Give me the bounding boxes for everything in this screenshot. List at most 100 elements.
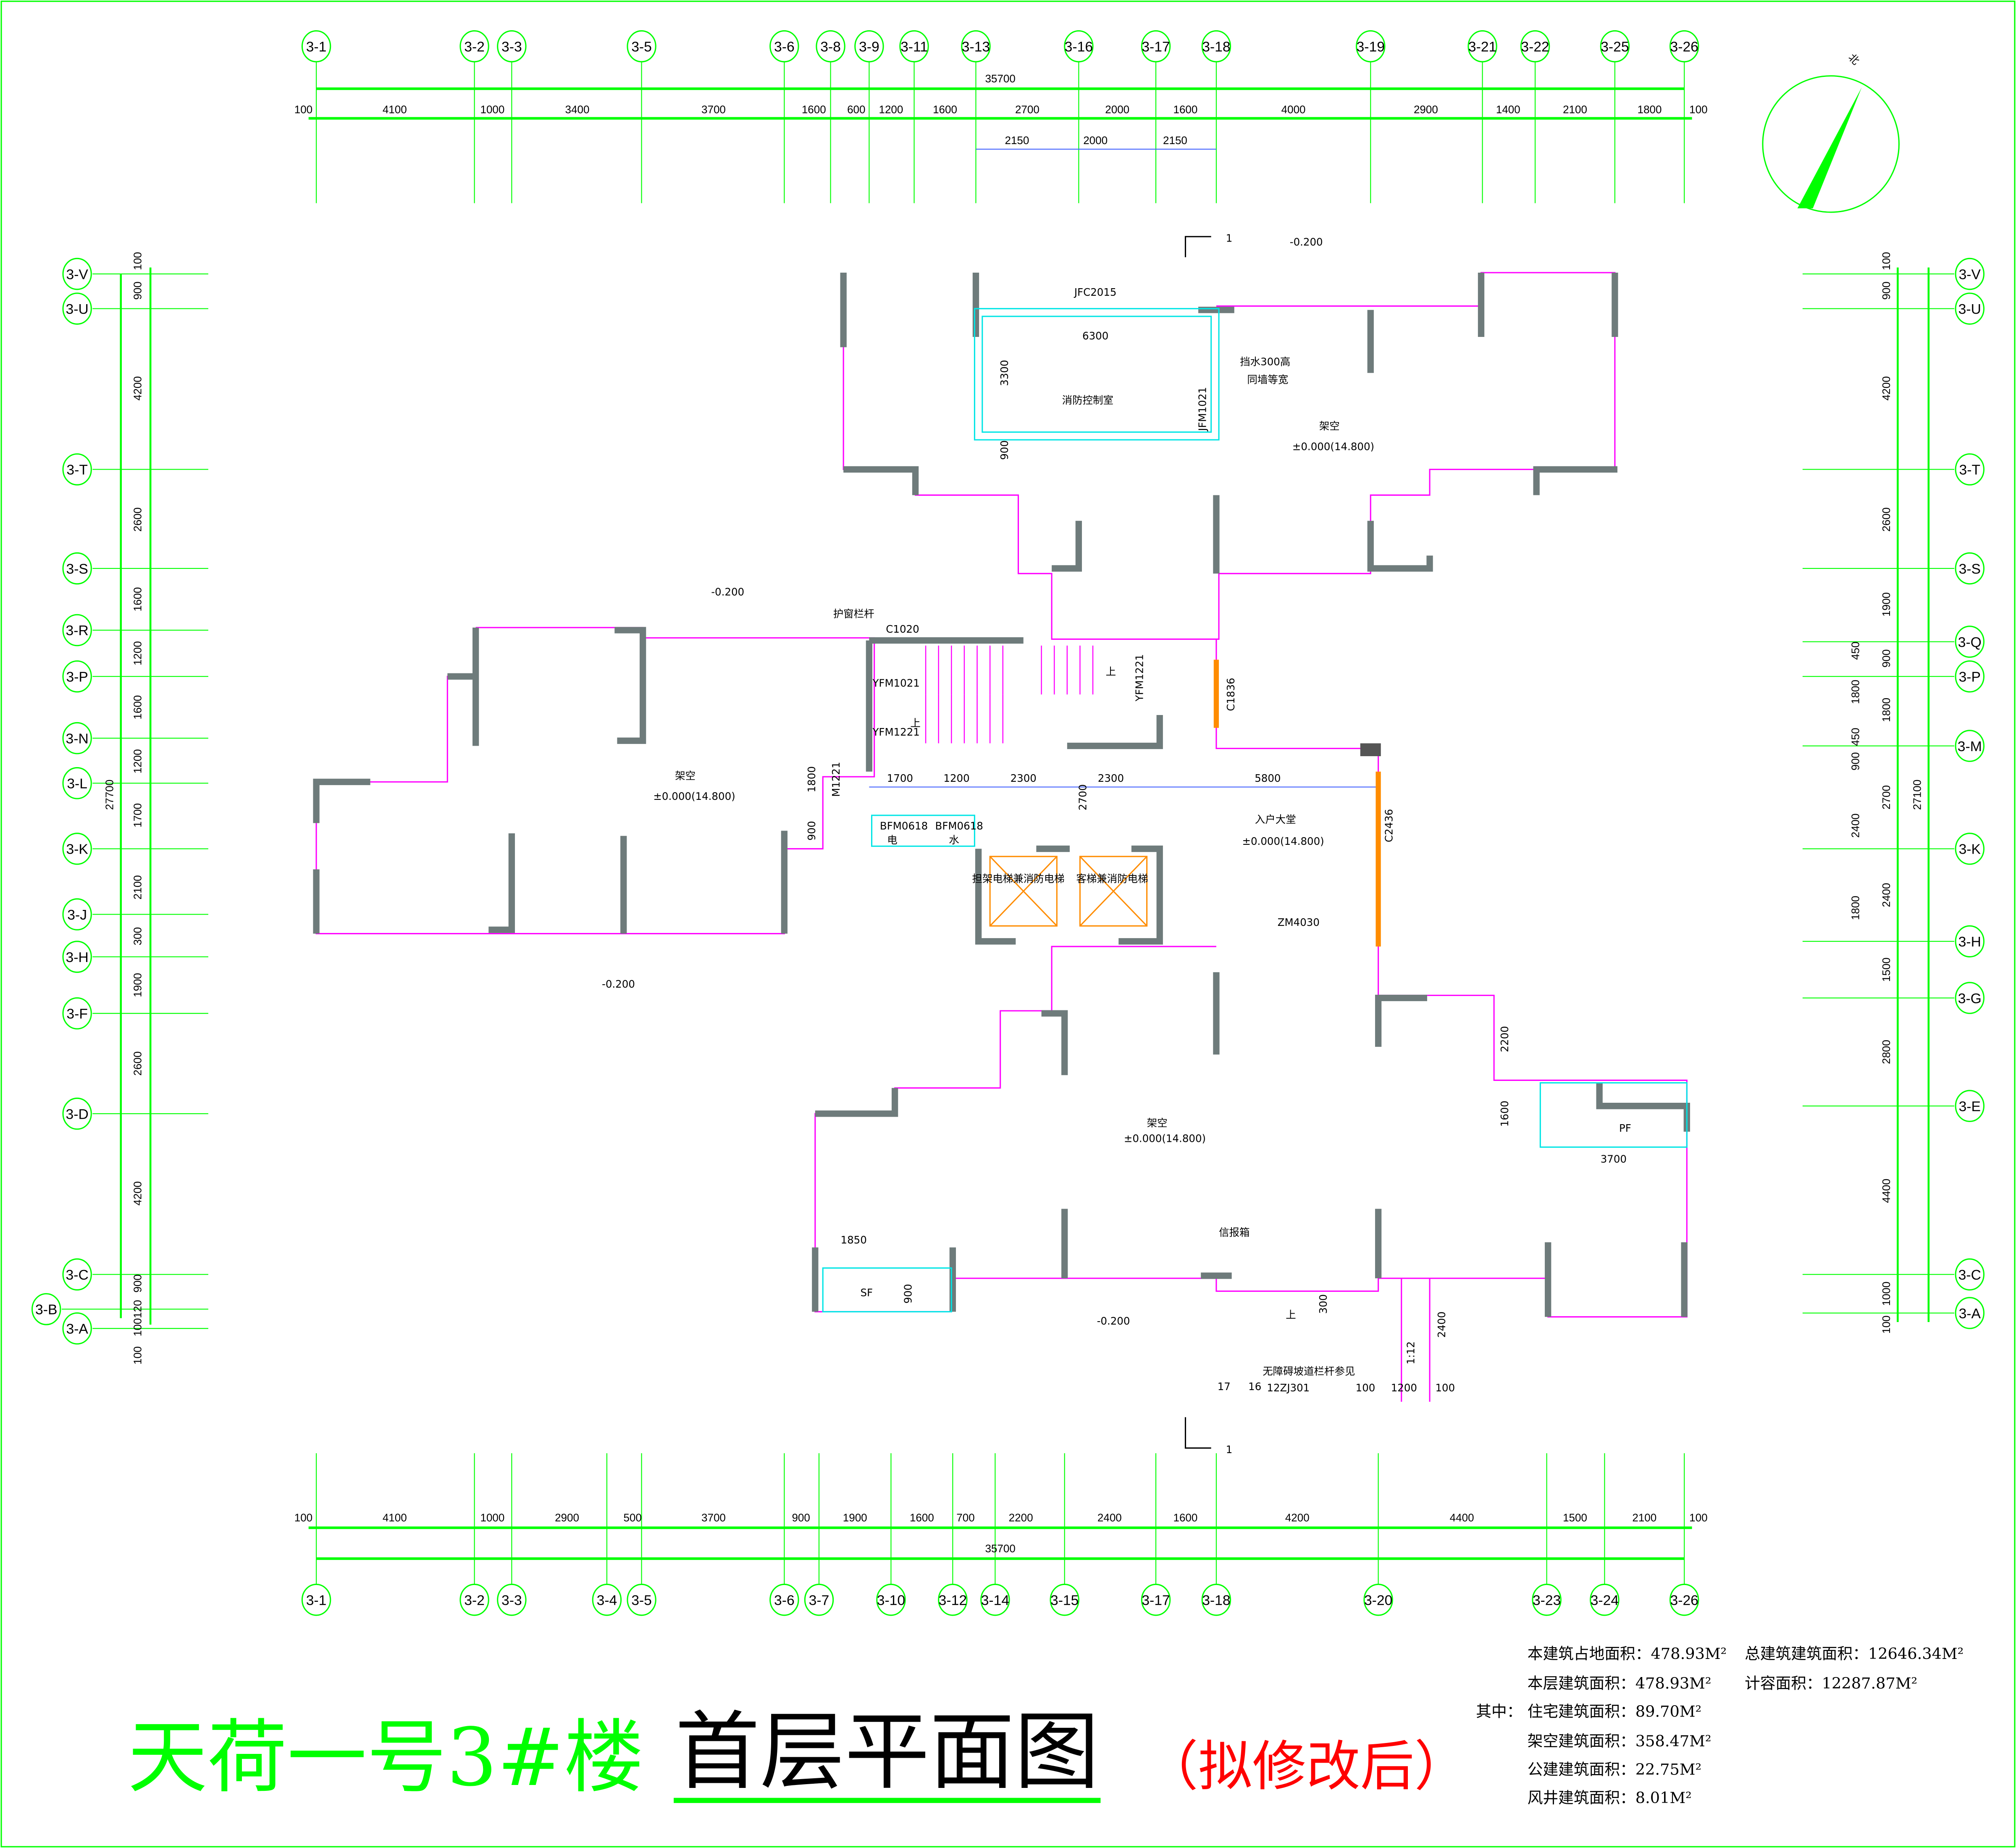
building-outline [313, 75, 1900, 1803]
dim-label: 100120 [131, 1300, 144, 1336]
dim-label: 1900 [131, 973, 144, 997]
dim-label: 4200 [1880, 376, 1893, 401]
axis-label: 3-T [66, 463, 87, 478]
dim-label: 2900 [1414, 103, 1438, 116]
room-label-d2700: 2700 [1077, 784, 1089, 810]
dim-label: 1600 [131, 695, 144, 720]
axis-bubble: 3-6 [769, 30, 799, 63]
room-label-bfm1: BFM0618 [880, 820, 928, 832]
stat-among: 其中： [1476, 1703, 1522, 1721]
stat-total: 总建筑建筑面积：12646.34M² [1745, 1645, 1964, 1663]
room-label-d5800: 5800 [1255, 772, 1281, 784]
axis-label: 3-3 [501, 39, 522, 55]
room-label-lobby: 入户大堂 [1255, 813, 1296, 825]
axis-label: 3-L [67, 776, 87, 792]
dim-label: 500 [623, 1511, 641, 1524]
dim-label: 1500 [1880, 957, 1893, 982]
axis-label: 3-6 [774, 39, 795, 55]
room-label-minus: -0.200 [1290, 236, 1323, 248]
axis-bubble: 3-5 [627, 1583, 656, 1616]
dim-label: 4400 [1450, 1511, 1474, 1524]
room-label-c2436: C2436 [1383, 809, 1395, 842]
room-label-d2400: 2400 [1436, 1312, 1448, 1338]
dim-label: 1200 [131, 641, 144, 665]
axis-bubble: 3-4 [592, 1583, 622, 1616]
axis-label: 3-U [66, 302, 89, 317]
room-label-c1020: C1020 [886, 623, 919, 635]
column [1360, 743, 1381, 757]
axis-bubble: 3-G [1955, 982, 1984, 1014]
room-label-c1836: C1836 [1225, 678, 1237, 711]
axis-bubble: 3-A [62, 1312, 92, 1345]
axis-bubble: 3-2 [459, 30, 489, 63]
dim-label: 900 [1880, 281, 1893, 300]
section-mark-bottom [1184, 1417, 1211, 1449]
dim-label: 900 [131, 1274, 144, 1292]
axis-label: 3-5 [631, 1593, 652, 1608]
axis-label: 3-5 [631, 39, 652, 55]
dim-label: 2000 [1105, 103, 1129, 116]
axis-label: 3-S [66, 561, 88, 577]
room-label-jfc: JFC2015 [1074, 286, 1117, 298]
axis-bubble: 3-A [1955, 1297, 1984, 1329]
room-label-elev0: ±0.000(14.800) [653, 790, 735, 802]
axis-label: 3-20 [1364, 1593, 1392, 1608]
axis-bubble: 3-5 [627, 30, 656, 63]
axis-bubble: 3-R [62, 614, 92, 647]
room-label-section: 1 [1226, 1443, 1233, 1456]
bottom-total-dim: 35700 [985, 1542, 1015, 1555]
axis-label: 3-18 [1202, 39, 1230, 55]
room-label-fire-control: 消防控制室 [1062, 394, 1113, 406]
room-label-d3300: 3300 [998, 360, 1011, 386]
room-label-d1600: 1600 [1499, 1101, 1511, 1127]
axis-bubble: 3-B [32, 1293, 61, 1325]
room-label-d900: 900 [998, 440, 1011, 460]
axis-bubble: 3-21 [1467, 30, 1497, 63]
axis-bubble: 3-U [62, 292, 92, 325]
room-label-elev0: ±0.000(14.800) [1124, 1132, 1206, 1144]
axis-label: 3-A [66, 1322, 88, 1337]
dim-label: 2700 [1015, 103, 1040, 116]
room-label-m1221: M1221 [830, 762, 842, 797]
axis-bubble: 3-18 [1201, 1583, 1231, 1616]
axis-label: 3-P [1959, 669, 1981, 685]
room-label-yfm1221: YFM1221 [872, 726, 919, 738]
axis-label: 3-N [66, 731, 89, 747]
axis-bubble: 3-12 [938, 1583, 968, 1616]
axis-label: 3-C [66, 1267, 89, 1283]
axis-bubble: 3-20 [1363, 1583, 1393, 1616]
dim-label: 1700 [131, 803, 144, 828]
axis-label: 3-12 [939, 1593, 967, 1608]
dim-label: 100 [1689, 103, 1707, 116]
compass-needle [1797, 87, 1862, 208]
axis-label: 3-V [1959, 267, 1981, 282]
axis-bubble: 3-17 [1141, 1583, 1171, 1616]
room-label-d6300: 6300 [1082, 330, 1108, 342]
room-label-minus: -0.200 [1097, 1315, 1130, 1327]
room-label-minus: -0.200 [602, 978, 635, 990]
axis-bubble: 3-S [62, 552, 92, 585]
room-label-yfm1221b: YFM1221 [1133, 654, 1145, 702]
axis-bubble: 3-E [1955, 1090, 1984, 1122]
axis-label: 3-H [1958, 934, 1981, 950]
dim-label: 1200 [131, 749, 144, 773]
dim-label: 1800 [1638, 103, 1662, 116]
room-label-d100a: 100 [1356, 1382, 1376, 1394]
axis-bubble: 3-V [1955, 258, 1984, 290]
dim-label: 1200 [879, 103, 903, 116]
axis-label: 3-Q [1958, 635, 1982, 650]
dim-label: 2100 [131, 875, 144, 899]
dim-label: 100 [131, 1346, 144, 1364]
axis-label: 3-H [66, 950, 89, 965]
room-label-d1200: 1200 [943, 772, 969, 784]
dim-label: 450 [1849, 641, 1862, 660]
room-label-railing: 护窗栏杆 [833, 607, 874, 620]
room-label-jfm: JFM1021 [1196, 387, 1208, 432]
dim-label: 2700 [1880, 785, 1893, 810]
dim-label: 900 [792, 1511, 810, 1524]
axis-bubble: 3-26 [1670, 30, 1699, 63]
room-label-d1800: 1800 [806, 766, 818, 792]
axis-bubble: 3-J [62, 898, 92, 931]
axis-label: 3-7 [809, 1593, 830, 1608]
